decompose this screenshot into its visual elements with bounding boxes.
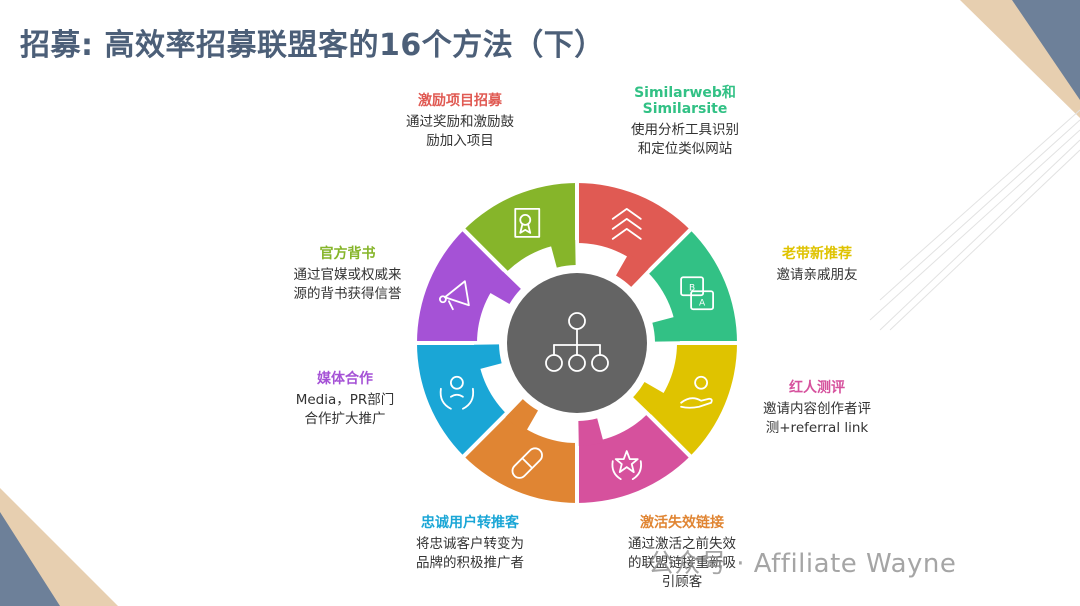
connector-tab-incentive bbox=[616, 253, 649, 287]
connector-tab-media bbox=[487, 271, 521, 304]
label-reactivate: 激活失效链接通过激活之前失效 的联盟链接重新吸 引顾客 bbox=[597, 515, 767, 592]
top-right-corner-decoration bbox=[869, 0, 1080, 331]
label-title-reactivate: 激活失效链接 bbox=[640, 515, 724, 531]
label-media: 媒体合作 Media，PR部门 合作扩大推广 bbox=[255, 371, 435, 429]
connector-tab-referral bbox=[633, 382, 667, 415]
label-desc-incentive: 通过奖励和激励鼓 励加入项目 bbox=[406, 114, 514, 149]
label-title-similarweb: Similarweb和 Similarsite bbox=[634, 85, 736, 117]
star-laurel-icon bbox=[611, 450, 642, 481]
label-title-incentive: 激励项目招募 bbox=[418, 93, 502, 109]
connector-tab-similarweb bbox=[652, 316, 680, 342]
label-title-loyal: 忠诚用户转推客 bbox=[421, 515, 519, 531]
pill-link-icon bbox=[511, 447, 543, 479]
label-referral: 老带新推荐邀请亲戚朋友 bbox=[727, 246, 907, 285]
connector-tab-influencer bbox=[578, 418, 604, 446]
label-desc-endorse: 通过官媒或权威来 源的背书获得信誉 bbox=[293, 267, 402, 302]
label-title-referral: 老带新推荐 bbox=[782, 246, 852, 262]
label-desc-reactivate: 通过激活之前失效 的联盟链接重新吸 引顾客 bbox=[628, 536, 736, 590]
label-desc-similarweb: 使用分析工具识别 和定位类似网站 bbox=[631, 122, 739, 157]
label-desc-media: Media，PR部门 合作扩大推广 bbox=[295, 392, 395, 427]
label-desc-referral: 邀请亲戚朋友 bbox=[776, 267, 858, 283]
label-incentive: 激励项目招募通过奖励和激励鼓 励加入项目 bbox=[375, 93, 545, 151]
certificate-scroll-icon bbox=[514, 207, 541, 238]
megaphone-icon bbox=[438, 280, 470, 311]
layers-icon bbox=[611, 207, 642, 240]
hands-person-icon bbox=[439, 375, 475, 410]
svg-text:B: B bbox=[689, 283, 695, 293]
label-desc-influencer: 邀请内容创作者评 测+referral link bbox=[763, 401, 871, 436]
label-desc-loyal: 将忠诚客户转变为 品牌的积极推广者 bbox=[416, 536, 524, 571]
connector-tab-endorse bbox=[550, 240, 576, 268]
label-title-endorse: 官方背书 bbox=[319, 246, 376, 262]
label-title-media: 媒体合作 bbox=[317, 371, 373, 387]
compare-ab-icon: BA bbox=[680, 276, 715, 311]
connector-tab-loyal bbox=[474, 344, 502, 370]
svg-text:A: A bbox=[699, 298, 706, 308]
watermark: 公众号 · Affiliate Wayne bbox=[648, 549, 957, 579]
hierarchy-icon bbox=[545, 312, 609, 372]
label-loyal: 忠诚用户转推客将忠诚客户转变为 品牌的积极推广者 bbox=[385, 515, 555, 573]
page-title: 招募: 高效率招募联盟客的16个方法（下） bbox=[20, 28, 605, 63]
connector-tab-reactivate bbox=[505, 399, 538, 433]
label-title-influencer: 红人测评 bbox=[789, 380, 845, 396]
label-influencer: 红人测评邀请内容创作者评 测+referral link bbox=[727, 380, 907, 438]
hand-user-icon bbox=[680, 375, 713, 409]
bottom-left-corner-decoration bbox=[0, 488, 118, 606]
label-endorse: 官方背书通过官媒或权威来 源的背书获得信誉 bbox=[260, 246, 435, 304]
label-similarweb: Similarweb和 Similarsite 使用分析工具识别 和定位类似网站 bbox=[600, 85, 770, 159]
